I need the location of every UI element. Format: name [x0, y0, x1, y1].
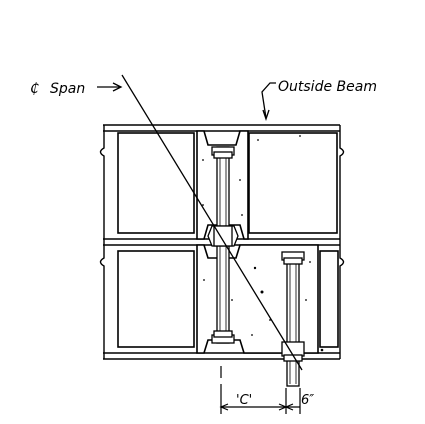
hollow-core-voids: [117, 132, 339, 348]
outside-beam-label: Outside Beam: [278, 79, 377, 95]
break-lines: [99, 125, 345, 359]
center-span-symbol: ₵: [30, 81, 39, 97]
left-bolt: [207, 146, 239, 344]
center-span-label: Span: [50, 81, 85, 97]
dim-6-label: 6″: [301, 393, 314, 408]
dim-c-label: 'C': [236, 393, 252, 408]
leaders: [97, 82, 276, 122]
right-bolt: [281, 251, 305, 387]
dimensions: [219, 388, 301, 414]
centerline-span: [121, 74, 303, 371]
